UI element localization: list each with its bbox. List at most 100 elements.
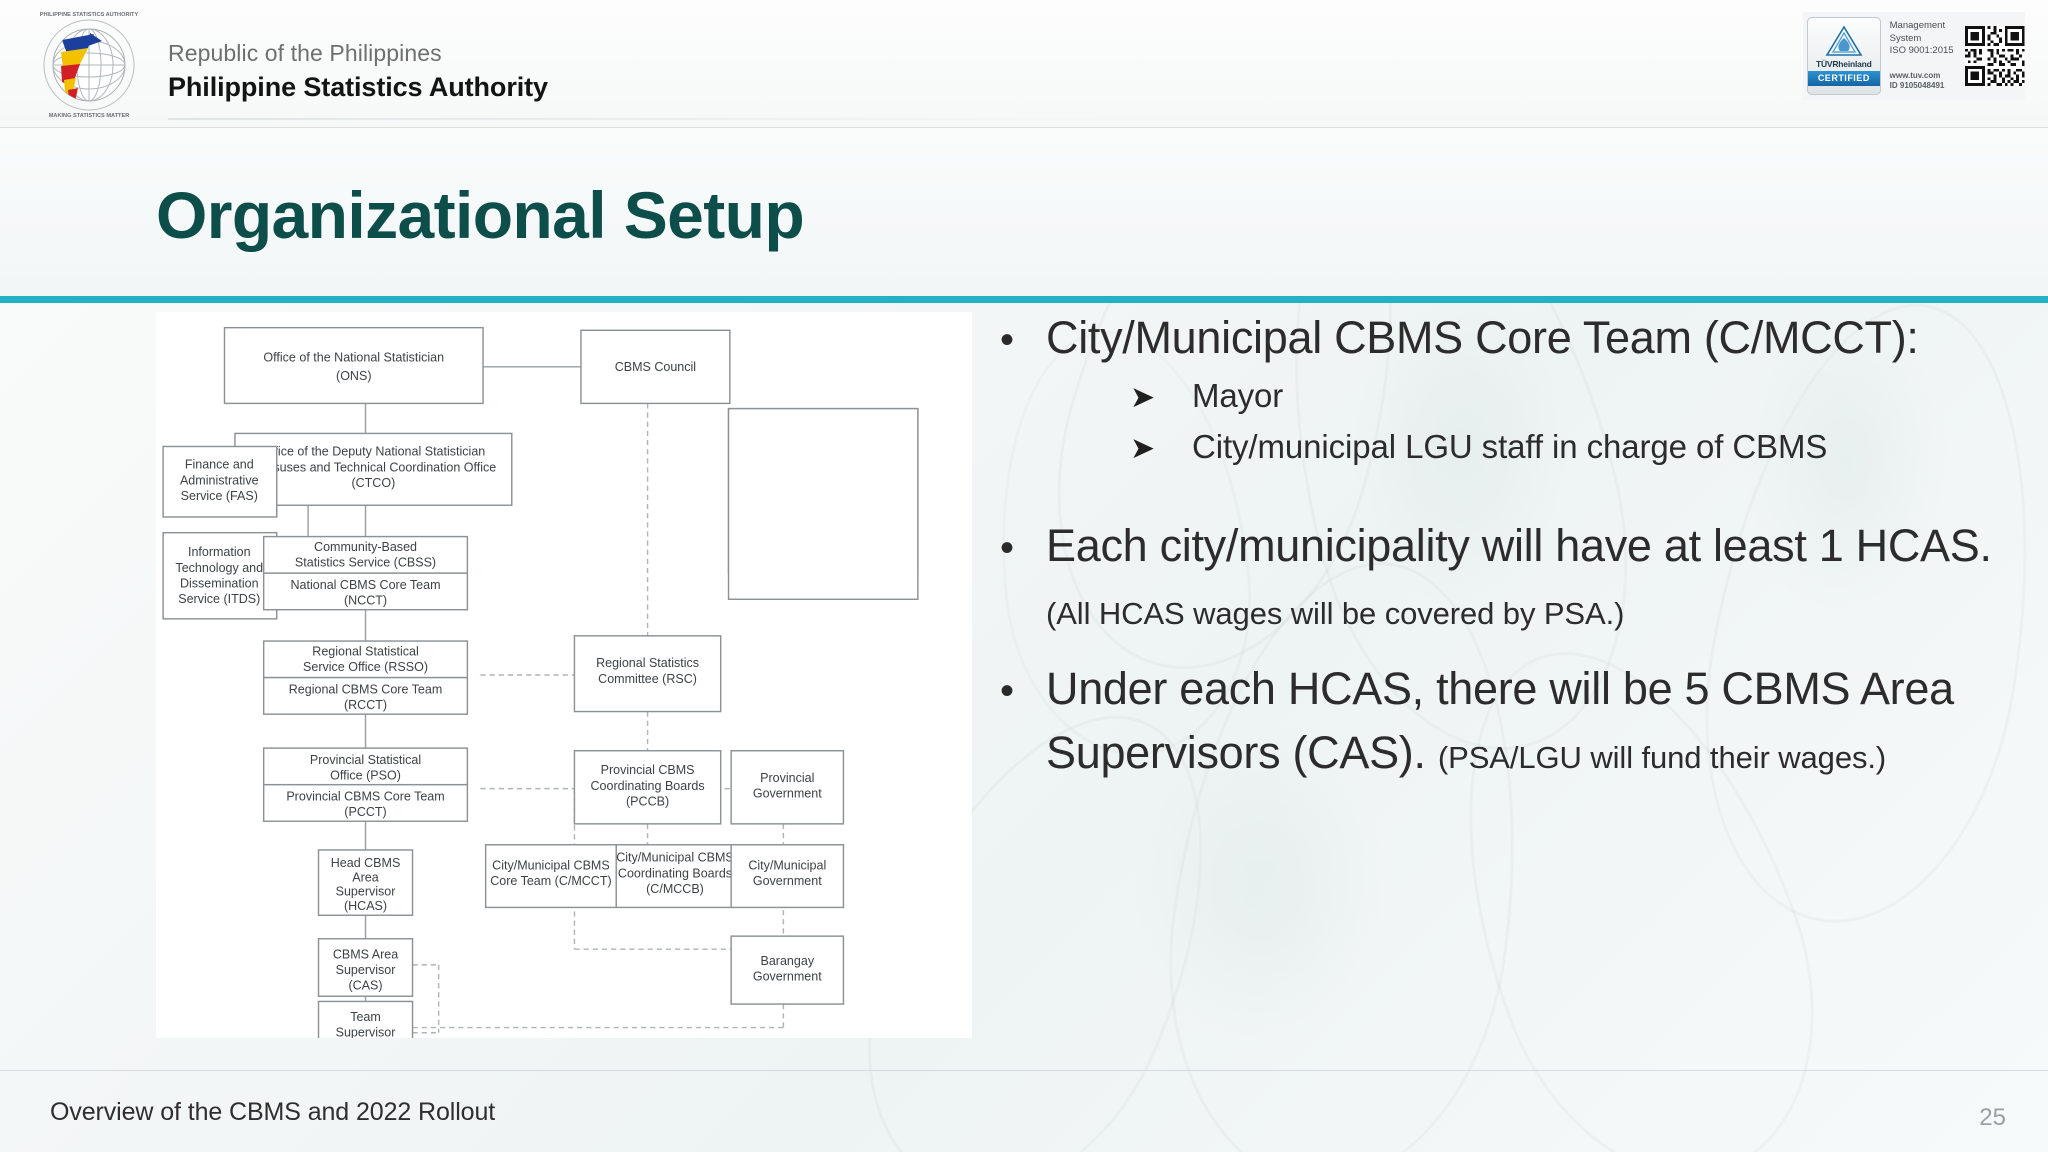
svg-text:Dissemination: Dissemination: [180, 577, 259, 591]
qr-code-icon: [1965, 26, 2025, 86]
svg-text:Supervisor: Supervisor: [336, 1026, 396, 1038]
header-divider: [0, 127, 2048, 128]
cert-line-2: System: [1889, 32, 1922, 44]
footer-note: Overview of the CBMS and 2022 Rollout: [50, 1098, 496, 1126]
spacer: [1000, 472, 2020, 514]
svg-text:Government: Government: [753, 970, 822, 984]
svg-text:National CBMS Core Team: National CBMS Core Team: [291, 578, 441, 592]
bullet-text: Under each HCAS, there will be 5 CBMS Ar…: [1046, 657, 2020, 785]
bullet-dot-icon: •: [1000, 525, 1015, 570]
sub-bullet-lgu-staff: ➤ City/municipal LGU staff in charge of …: [1130, 423, 2020, 472]
svg-text:PHILIPPINE STATISTICS AUTHORIT: PHILIPPINE STATISTICS AUTHORITY: [40, 12, 139, 18]
svg-text:Service (FAS): Service (FAS): [181, 489, 258, 503]
svg-text:Regional Statistical: Regional Statistical: [312, 644, 418, 658]
spacer: [1000, 641, 2020, 657]
svg-text:Committee (RSC): Committee (RSC): [598, 672, 697, 686]
svg-text:Service (ITDS): Service (ITDS): [178, 592, 260, 606]
svg-text:CBMS Council: CBMS Council: [615, 360, 696, 374]
svg-text:Administrative: Administrative: [180, 473, 259, 487]
svg-text:Service Office (RSSO): Service Office (RSSO): [303, 660, 428, 674]
svg-text:MAKING STATISTICS MATTER: MAKING STATISTICS MATTER: [49, 113, 129, 119]
svg-text:(RCCT): (RCCT): [344, 698, 387, 712]
sub-bullet-text: City/municipal LGU staff in charge of CB…: [1192, 427, 1828, 465]
agency-underline: [168, 118, 1168, 120]
bullet-dot-icon: •: [1000, 318, 1015, 362]
svg-text:City/Municipal CBMS: City/Municipal CBMS: [616, 851, 734, 865]
cert-standard: ISO 9001:2015: [1889, 45, 1954, 57]
svg-text:Office of the National Statist: Office of the National Statistician: [263, 351, 444, 365]
svg-text:(NCCT): (NCCT): [344, 593, 387, 607]
country-label: Republic of the Philippines: [168, 40, 442, 66]
svg-text:Coordinating Boards: Coordinating Boards: [591, 779, 705, 793]
svg-text:Information: Information: [188, 545, 251, 559]
svg-text:Office of the Deputy National: Office of the Deputy National Statistici…: [261, 445, 485, 459]
bullet-item-hcas: • Each city/municipality will have at le…: [1000, 514, 2020, 642]
svg-text:(HCAS): (HCAS): [344, 899, 387, 913]
svg-text:Coordinating Boards: Coordinating Boards: [618, 866, 732, 880]
svg-text:Core Team (C/MCCT): Core Team (C/MCCT): [490, 874, 611, 888]
bullet-item-core-team: • City/Municipal CBMS Core Team (C/MCCT)…: [1000, 306, 2020, 370]
svg-text:Government: Government: [753, 787, 822, 801]
tuv-rheinland-icon: TÜVRheinland CERTIFIED: [1807, 17, 1881, 95]
svg-text:Technology and: Technology and: [175, 561, 263, 575]
org-chart-diagram: Office of the National Statistician (ONS…: [162, 326, 919, 1038]
tuv-brand-label: TÜVRheinland: [1815, 59, 1872, 69]
svg-text:(ONS): (ONS): [336, 369, 371, 383]
agency-label: Philippine Statistics Authority: [168, 71, 548, 102]
certification-badge: TÜVRheinland CERTIFIED Management System…: [1803, 12, 2025, 100]
svg-text:Team: Team: [350, 1010, 381, 1024]
arrow-bullet-icon: ➤: [1130, 431, 1156, 465]
tuv-certified-label: CERTIFIED: [1808, 71, 1880, 86]
svg-text:Provincial: Provincial: [760, 771, 814, 785]
svg-text:Government: Government: [753, 874, 822, 888]
sub-bullet-mayor: ➤ Mayor: [1130, 372, 2020, 421]
svg-text:Supervisor: Supervisor: [336, 885, 396, 899]
footer-divider: [0, 1070, 2048, 1071]
svg-text:Regional Statistics: Regional Statistics: [596, 656, 699, 670]
svg-text:City/Municipal: City/Municipal: [748, 859, 826, 873]
svg-text:Community-Based: Community-Based: [314, 540, 417, 554]
title-band: [0, 128, 2048, 296]
bullet-dot-icon: •: [1000, 669, 1015, 714]
cert-id: ID 9105048491: [1889, 81, 1945, 91]
bullet-main-text: Each city/municipality will have at leas…: [1046, 519, 1992, 571]
org-chart-panel: Office of the National Statistician (ONS…: [156, 312, 972, 1038]
slide-number: 25: [1979, 1104, 2006, 1131]
page-title: Organizational Setup: [156, 178, 805, 252]
cert-line-1: Management: [1889, 20, 1946, 32]
arrow-bullet-icon: ➤: [1130, 380, 1156, 414]
svg-text:Regional CBMS Core Team: Regional CBMS Core Team: [289, 682, 442, 696]
tuv-triangle-icon: [1825, 25, 1863, 56]
bullet-item-cas: • Under each HCAS, there will be 5 CBMS …: [1000, 657, 2020, 785]
svg-text:(PCCB): (PCCB): [626, 795, 669, 809]
psa-globe-logo-icon: PHILIPPINE STATISTICS AUTHORITY MAKING S…: [40, 12, 139, 119]
svg-text:Provincial CBMS: Provincial CBMS: [601, 763, 695, 777]
svg-text:Provincial Statistical: Provincial Statistical: [310, 753, 421, 767]
svg-text:Provincial CBMS Core Team: Provincial CBMS Core Team: [286, 789, 444, 803]
svg-text:Finance and: Finance and: [185, 458, 254, 472]
cert-registrar: www.tuv.com: [1889, 70, 1941, 80]
svg-text:(C/MCCB): (C/MCCB): [646, 882, 704, 896]
svg-text:Barangay: Barangay: [760, 954, 814, 968]
svg-text:Statistics Service (CBSS): Statistics Service (CBSS): [295, 556, 436, 570]
bullet-fine-text: (PSA/LGU will fund their wages.): [1437, 740, 1887, 776]
svg-text:(CTCO): (CTCO): [351, 476, 395, 490]
svg-text:Supervisor: Supervisor: [336, 963, 396, 977]
svg-text:Office (PSO): Office (PSO): [330, 768, 401, 782]
svg-text:Censuses and Technical Coordi: Censuses and Technical Coordination Offi…: [250, 460, 496, 474]
bullet-list: • City/Municipal CBMS Core Team (C/MCCT)…: [1000, 306, 2020, 785]
svg-text:City/Municipal CBMS: City/Municipal CBMS: [492, 859, 610, 873]
sub-bullet-text: Mayor: [1192, 376, 1284, 414]
certification-text-block: Management System ISO 9001:2015 www.tuv.…: [1890, 20, 1960, 91]
agency-name-block: Republic of the Philippines Philippine S…: [168, 40, 548, 103]
svg-text:Head CBMS: Head CBMS: [331, 856, 401, 870]
svg-text:Area: Area: [352, 870, 378, 884]
bullet-fine-text: (All HCAS wages will be covered by PSA.): [1046, 596, 1625, 632]
slide-header: [0, 0, 2048, 128]
bullet-text: City/Municipal CBMS Core Team (C/MCCT):: [1046, 312, 1919, 363]
svg-text:(CAS): (CAS): [348, 979, 382, 993]
bullet-main-text: Under each HCAS, there will be 5 CBMS Ar…: [1046, 663, 1954, 779]
svg-text:CBMS Area: CBMS Area: [333, 947, 398, 961]
bullet-text: Each city/municipality will have at leas…: [1046, 514, 2020, 642]
